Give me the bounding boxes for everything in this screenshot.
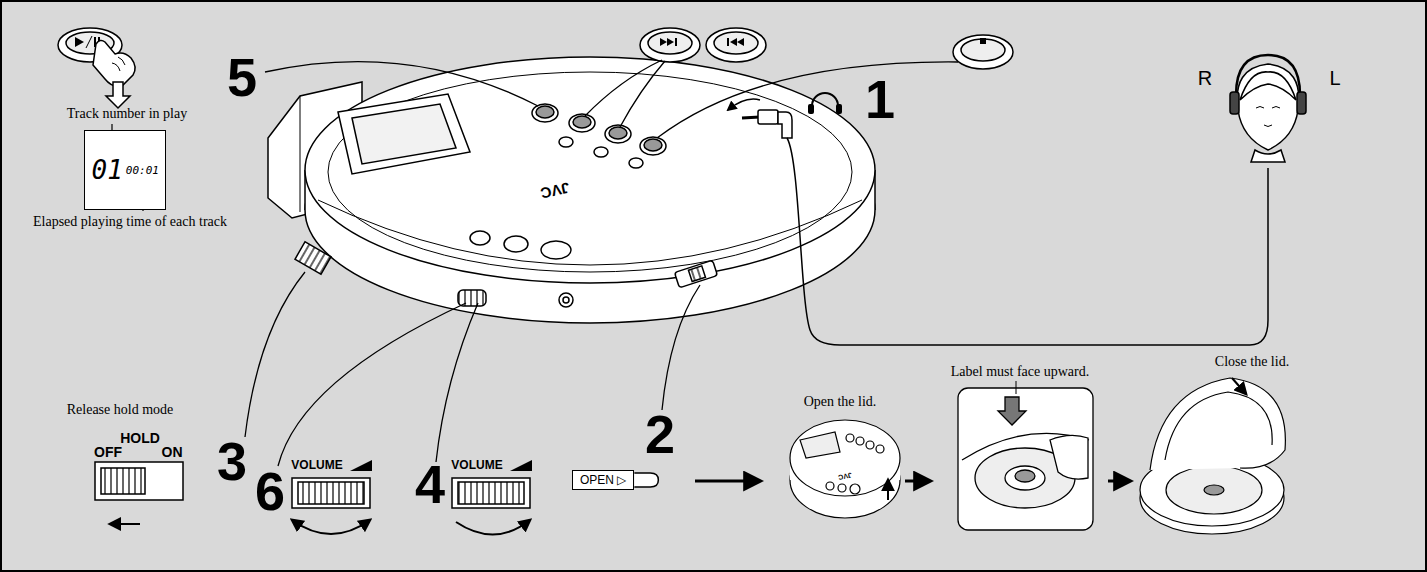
- control-label: VOLUME: [451, 459, 502, 472]
- callout-number: 5: [227, 48, 257, 107]
- headphone-symbol: [836, 104, 842, 114]
- skip-forward-icon: [640, 28, 700, 62]
- headphone-symbol: [812, 93, 838, 106]
- caption-text: Release hold mode: [67, 402, 174, 417]
- caption-text: Open the lid.: [804, 394, 877, 409]
- channel-label: L: [1329, 67, 1340, 89]
- callout-number: 3: [217, 432, 247, 491]
- switch-label: OFF: [94, 445, 122, 460]
- callout-number: 6: [255, 462, 285, 521]
- caption-text: Close the lid.: [1215, 354, 1289, 369]
- caption-text: Elapsed playing time of each track: [33, 214, 227, 229]
- volume-wheel: [452, 460, 532, 535]
- switch-label: ON: [162, 445, 183, 460]
- skip-back-icon: [706, 28, 766, 62]
- caption-text: Label must face upward.: [951, 364, 1089, 379]
- leader-line: [245, 60, 958, 466]
- cd-player: [268, 57, 875, 323]
- lcd-display: 0100:01: [84, 130, 166, 210]
- listener-head: [1230, 55, 1306, 162]
- slider-knob: [634, 473, 658, 487]
- small-player: [790, 420, 900, 518]
- callout-number: 2: [645, 405, 675, 464]
- hold-switch: [95, 462, 183, 524]
- open-button: OPEN ▷: [572, 470, 634, 490]
- step-arrow: [905, 480, 930, 483]
- step-arrow: [1108, 480, 1130, 483]
- stop-button-icon: [953, 35, 1013, 69]
- callout-number: 1: [865, 70, 895, 129]
- insert-arrow: [728, 99, 760, 110]
- channel-label: R: [1198, 67, 1212, 89]
- step-arrow: [695, 480, 760, 483]
- headphone-symbol: [808, 104, 814, 114]
- control-label: VOLUME: [291, 459, 342, 472]
- disc-loading: [958, 381, 1093, 530]
- volume-wheel: [292, 460, 372, 534]
- play-button-icon: [58, 28, 135, 108]
- callout-number: 4: [415, 455, 445, 514]
- caption-text: Track number in play: [67, 106, 187, 121]
- node-text: 01: [92, 155, 123, 185]
- switch-label: HOLD: [120, 431, 160, 446]
- node-text: 00:01: [126, 164, 159, 177]
- node-text: OPEN ▷: [580, 473, 626, 487]
- headphone-plug: [742, 110, 1268, 345]
- open-player: [1140, 378, 1285, 534]
